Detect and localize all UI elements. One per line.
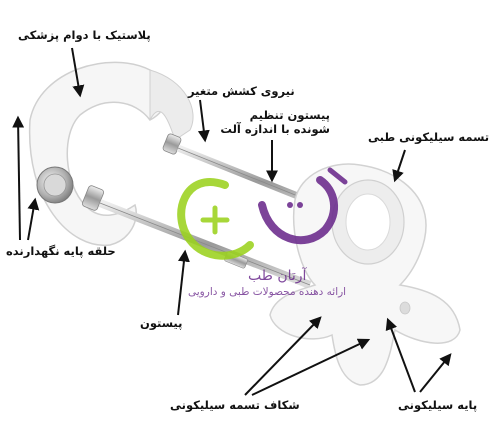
holder-ring-frame	[28, 61, 194, 246]
watermark-tagline: ارائه دهنده محصولات طبی و دارویی	[188, 286, 347, 298]
label-piston: پیستون	[140, 316, 183, 330]
label-variable-tension: نیروی کشش متغیر	[188, 84, 295, 98]
silicone-base	[269, 163, 461, 386]
label-medical-plastic: پلاستیک با دوام پزشکی	[18, 28, 151, 42]
label-silicone-strap: تسمه سیلیکونی طبی	[368, 130, 490, 144]
label-adjustable-piston: پیستون تنظیم شونده با اندازه آلت	[220, 108, 330, 136]
label-silicone-base: پایه سیلیکونی	[398, 398, 478, 412]
artan-teb-logo	[177, 167, 348, 260]
label-strap-slot: شکاف تسمه سیلیکونی	[170, 398, 300, 412]
callout-arrows	[12, 47, 452, 396]
label-holder-ring: حلقه پایه نگهدارنده	[6, 244, 116, 258]
watermark-name: آرتان طب	[248, 268, 307, 284]
